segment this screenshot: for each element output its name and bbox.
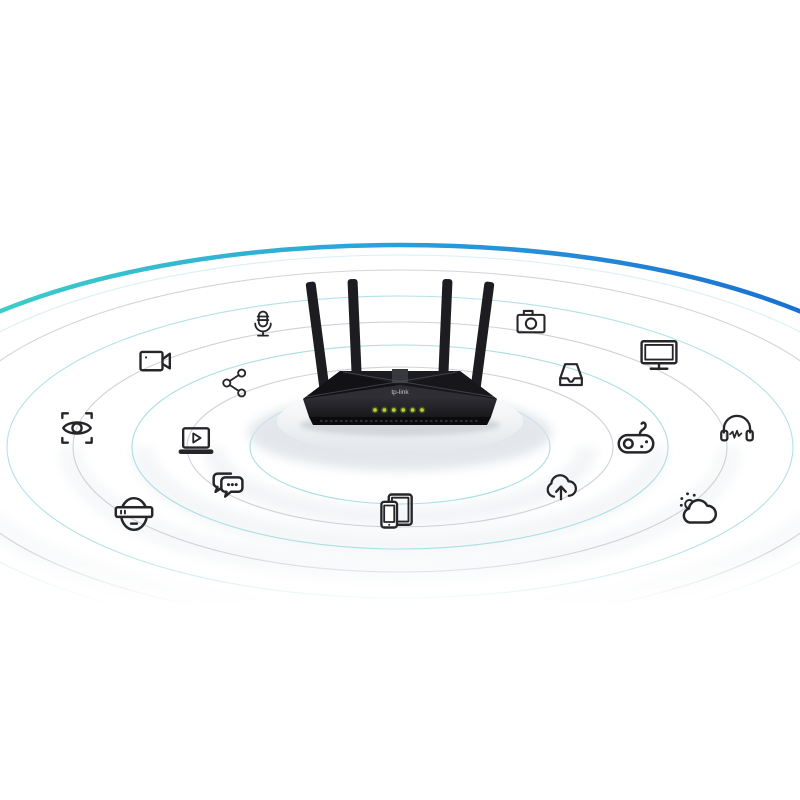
headphones-icon [716,408,758,450]
accent-gradient-arc [0,242,800,314]
router-led-strip [371,406,426,414]
share-icon [219,366,253,400]
cloud-upload-icon [540,466,582,508]
vr-headset-icon [111,491,157,537]
router-antennas [305,279,495,390]
printer-tray-icon [551,355,591,395]
microphone-icon [246,308,280,342]
monitor-icon [637,333,681,377]
game-controller-icon [613,415,659,461]
camera-icon [512,303,550,341]
chat-messages-icon [206,464,252,510]
eye-surveillance-icon [55,406,99,450]
router-top-surface: tp-link [303,369,497,399]
router: tp-link [303,279,497,425]
phone-tablet-icon [375,489,419,533]
bottom-fade [0,548,800,678]
router-vent-strip [309,417,491,425]
router-brand-logo: tp-link [391,389,409,396]
video-camera-icon [135,340,179,384]
router-front-face [303,399,497,417]
laptop-video-icon [174,421,218,465]
weather-cloud-icon [677,488,723,534]
